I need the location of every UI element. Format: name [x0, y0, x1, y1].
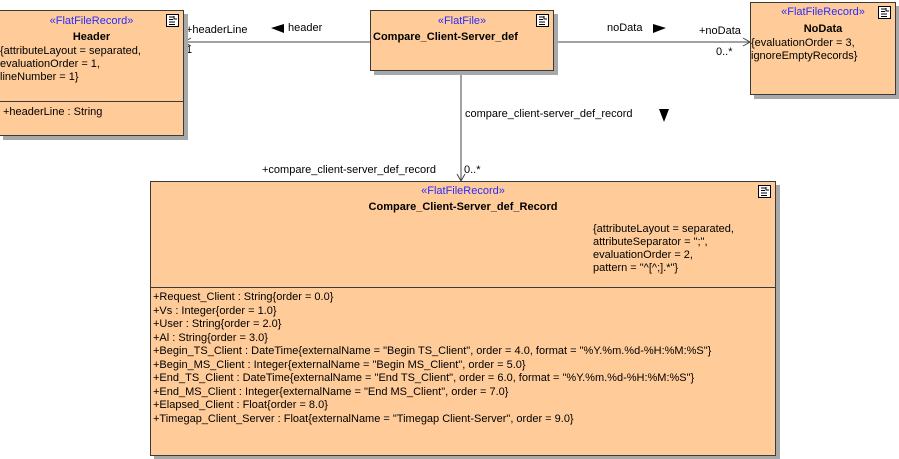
- attribute[interactable]: +User : String{order = 2.0}: [153, 318, 282, 330]
- class-name: Header: [72, 31, 111, 43]
- tagged-value: lineNumber = 1}: [0, 71, 79, 83]
- class-name: Compare_Client-Server_def: [373, 31, 518, 43]
- tagged-value: ignoreEmptyRecords}: [751, 50, 858, 62]
- attribute[interactable]: +Begin_TS_Client : DateTime{externalName…: [153, 345, 712, 357]
- class-header[interactable]: «FlatFileRecord» Header {attributeLayout…: [0, 10, 184, 136]
- tagged-value: {attributeLayout = separated,: [593, 223, 734, 235]
- record-association-name: compare_client-server_def_record: [465, 108, 633, 120]
- header-role-label: +headerLine: [186, 24, 248, 36]
- stereotype-label: «FlatFileRecord»: [421, 185, 505, 197]
- tagged-value: {evaluationOrder = 3,: [751, 37, 855, 49]
- header-association-name: header: [288, 22, 323, 34]
- triangle-right-icon: [653, 24, 666, 33]
- stereotype-label: «FlatFile»: [437, 15, 487, 27]
- class-name: Compare_Client-Server_def_Record: [368, 201, 558, 213]
- tagged-value: attributeSeparator = ";",: [593, 236, 708, 248]
- triangle-down-icon: [659, 109, 669, 122]
- attribute[interactable]: +End_TS_Client : DateTime{externalName =…: [153, 372, 695, 384]
- tagged-value: evaluationOrder = 1,: [0, 58, 100, 70]
- tagged-value: {attributeLayout = separated,: [0, 45, 141, 57]
- stereotype-label: «FlatFileRecord»: [781, 6, 865, 18]
- attribute[interactable]: +Begin_MS_Client : Integer{externalName …: [153, 358, 526, 371]
- header-multiplicity: 1: [186, 44, 193, 56]
- tagged-value: evaluationOrder = 2,: [593, 249, 693, 261]
- record-multiplicity: 0..*: [464, 164, 481, 176]
- tagged-value: pattern = "^[^;].*"}: [593, 262, 679, 274]
- note-icon: [878, 6, 891, 19]
- compartment-divider: [0, 101, 183, 102]
- attribute[interactable]: +Timegap_Client_Server : Float{externalN…: [153, 412, 574, 425]
- attribute[interactable]: +Request_Client : String{order = 0.0}: [153, 291, 334, 303]
- note-icon: [758, 185, 771, 198]
- stereotype-label: «FlatFileRecord»: [49, 15, 134, 27]
- compartment-divider: [151, 287, 775, 288]
- attribute[interactable]: +Al : String{order = 3.0}: [153, 331, 268, 344]
- note-icon: [536, 14, 549, 27]
- class-record[interactable]: «FlatFileRecord» Compare_Client-Server_d…: [150, 181, 776, 456]
- attribute[interactable]: +Elapsed_Client : Float{order = 8.0}: [153, 399, 328, 411]
- class-name: NoData: [803, 23, 843, 35]
- class-nodata[interactable]: «FlatFileRecord» NoData {evaluationOrder…: [750, 2, 896, 95]
- attribute[interactable]: +headerLine : String: [3, 106, 103, 118]
- record-role-label: +compare_client-server_def_record: [262, 164, 436, 176]
- open-arrow-icon: [182, 37, 192, 47]
- nodata-association-name: noData: [607, 22, 643, 34]
- nodata-role-label: +noData: [699, 25, 741, 37]
- attribute[interactable]: +End_MS_Client : Integer{externalName = …: [153, 385, 509, 398]
- attribute[interactable]: +Vs : Integer{order = 1.0}: [153, 304, 277, 317]
- triangle-left-icon: [271, 24, 284, 33]
- nodata-multiplicity: 0..*: [716, 46, 733, 58]
- class-flatfile[interactable]: «FlatFile» Compare_Client-Server_def: [370, 10, 554, 71]
- note-icon: [166, 14, 179, 27]
